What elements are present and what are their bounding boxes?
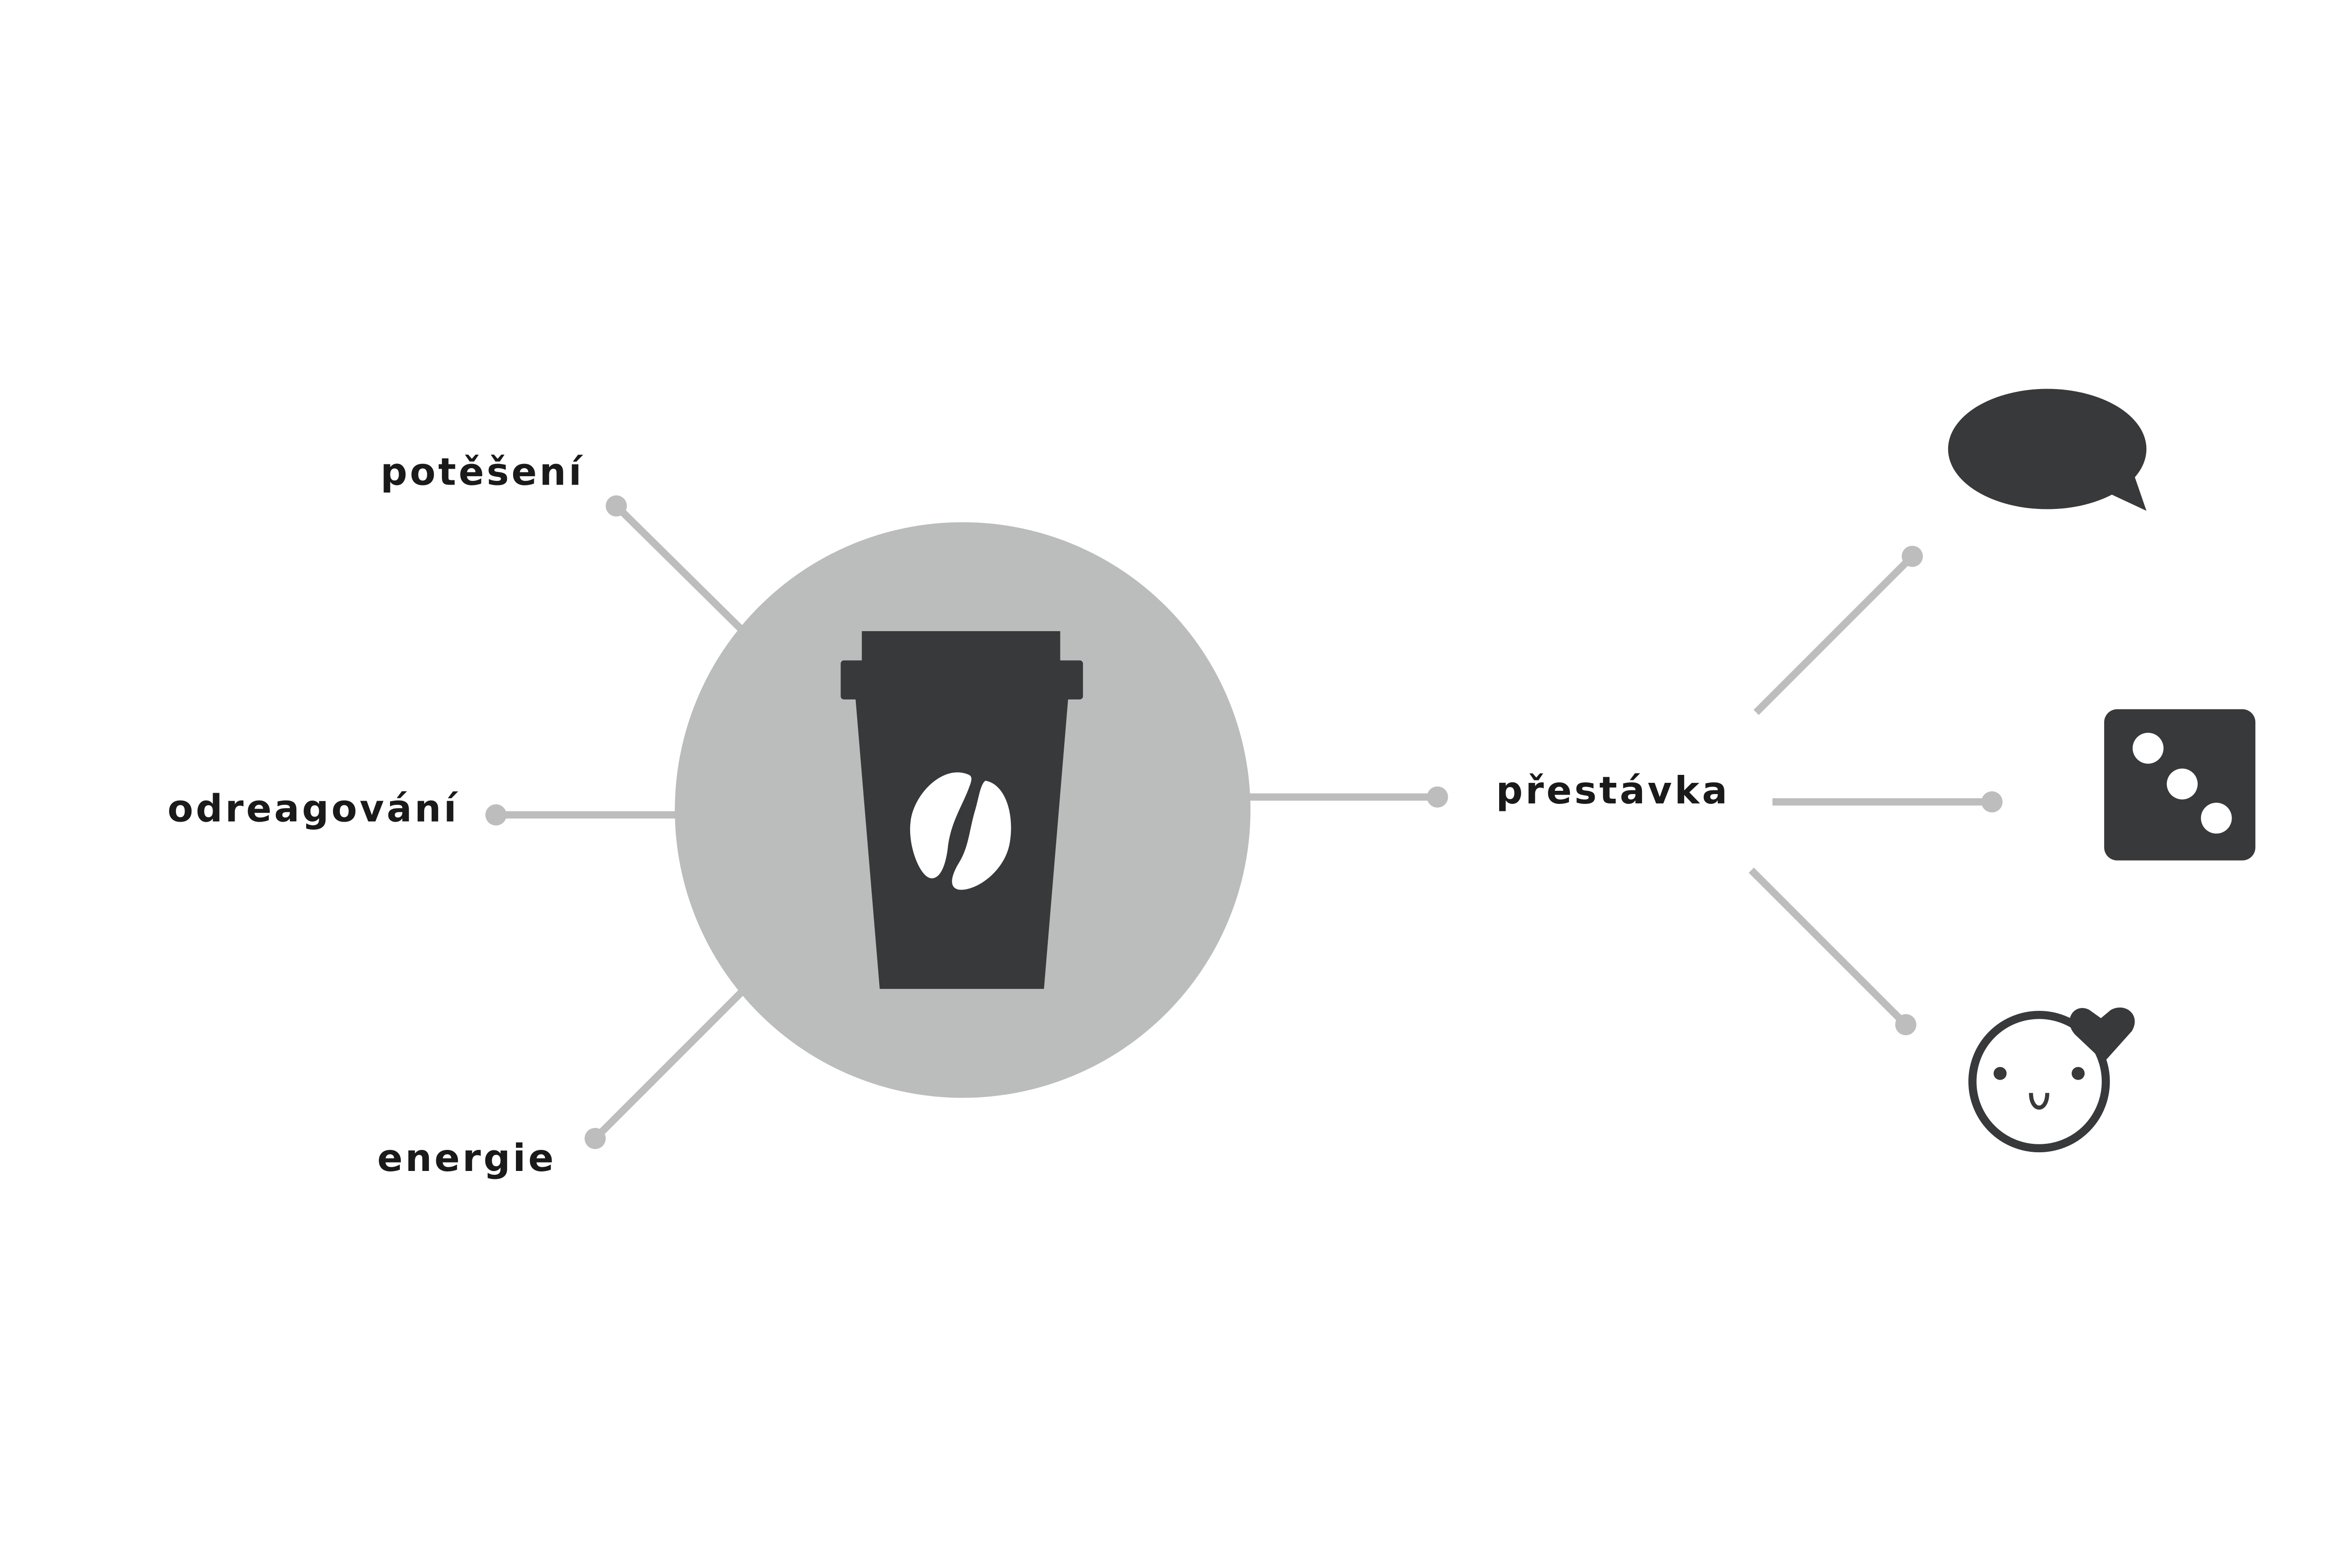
connector-prestavka	[1249, 786, 1448, 808]
dice-icon	[2104, 709, 2256, 861]
heart-icon	[2069, 1007, 2135, 1062]
label-odreagování: odreagování	[168, 787, 459, 830]
label-energie: energie	[377, 1136, 556, 1180]
speech-bubble-icon	[1948, 389, 2147, 511]
connector-face	[1748, 868, 1917, 1036]
connector-speech	[1753, 545, 1923, 715]
label-prestavka: přestávka	[1496, 769, 1730, 812]
connector-dice	[1772, 791, 2003, 813]
connector-potěšení	[605, 495, 746, 634]
label-potěšení: potěšení	[381, 450, 584, 493]
connector-odreagování	[485, 804, 678, 826]
coffee-cup-icon	[840, 631, 1083, 989]
connector-energie	[584, 988, 746, 1149]
smiley-face-heart-icon	[1968, 1007, 2135, 1153]
coffee-bean-icon	[910, 772, 1011, 890]
